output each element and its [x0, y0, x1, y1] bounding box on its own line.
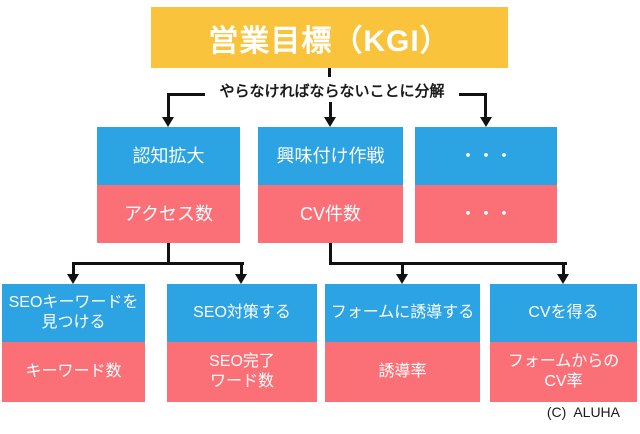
connector-horizontal-left — [72, 262, 244, 265]
connector-drop-right — [484, 93, 487, 118]
connector-drop-seo — [240, 262, 243, 275]
task-cell: 興味付け作戦 — [258, 127, 403, 185]
task-cell: CVを得る — [490, 284, 637, 342]
level3-box-find-keywords: SEOキーワードを 見つける キーワード数 — [2, 284, 145, 402]
connector-stem-right — [329, 243, 332, 265]
connector-drop-left — [167, 93, 170, 118]
level2-box-interest: 興味付け作戦 CV件数 — [258, 127, 403, 243]
copyright-credit: (C) ALUHA — [546, 404, 620, 420]
arrowhead-down-icon — [162, 117, 174, 127]
task-cell: SEOキーワードを 見つける — [2, 284, 145, 342]
task-cell: ・・・ — [415, 127, 557, 185]
task-cell: 認知拡大 — [97, 127, 240, 185]
kgi-goal-label: 営業目標（KGI） — [208, 24, 451, 58]
kpi-cell: アクセス数 — [97, 185, 240, 243]
level3-box-get-cv: CVを得る フォームからの CV率 — [490, 284, 637, 402]
arrowhead-down-icon — [235, 274, 247, 284]
kpi-cell: CV件数 — [258, 185, 403, 243]
arrowhead-down-icon — [324, 117, 336, 127]
kpi-cell: キーワード数 — [2, 342, 145, 402]
arrowhead-down-icon — [67, 274, 79, 284]
kpi-cell: フォームからの CV率 — [490, 342, 637, 402]
task-cell: フォームに誘導する — [325, 284, 480, 342]
decompose-annotation: やらなければならないことに分解 — [205, 82, 459, 102]
connector-stub-from-kgi — [328, 68, 331, 77]
connector-drop-keyword — [72, 262, 75, 275]
kpi-cell: 誘導率 — [325, 342, 480, 402]
connector-drop-form — [401, 262, 404, 275]
kpi-cell: SEO完了 ワード数 — [167, 342, 317, 402]
arrowhead-down-icon — [480, 117, 492, 127]
level2-box-awareness: 認知拡大 アクセス数 — [97, 127, 240, 243]
level3-box-do-seo: SEO対策する SEO完了 ワード数 — [167, 284, 317, 402]
arrowhead-down-icon — [396, 274, 408, 284]
kpi-cell: ・・・ — [415, 185, 557, 243]
level2-box-ellipsis: ・・・ ・・・ — [415, 127, 557, 243]
connector-drop-center — [329, 100, 332, 118]
connector-drop-cv — [562, 262, 565, 275]
connector-horizontal-right — [329, 262, 567, 265]
arrowhead-down-icon — [557, 274, 569, 284]
task-cell: SEO対策する — [167, 284, 317, 342]
kgi-goal-box: 営業目標（KGI） — [151, 7, 508, 68]
level3-box-lead-to-form: フォームに誘導する 誘導率 — [325, 284, 480, 402]
connector-stem-left — [167, 243, 170, 265]
